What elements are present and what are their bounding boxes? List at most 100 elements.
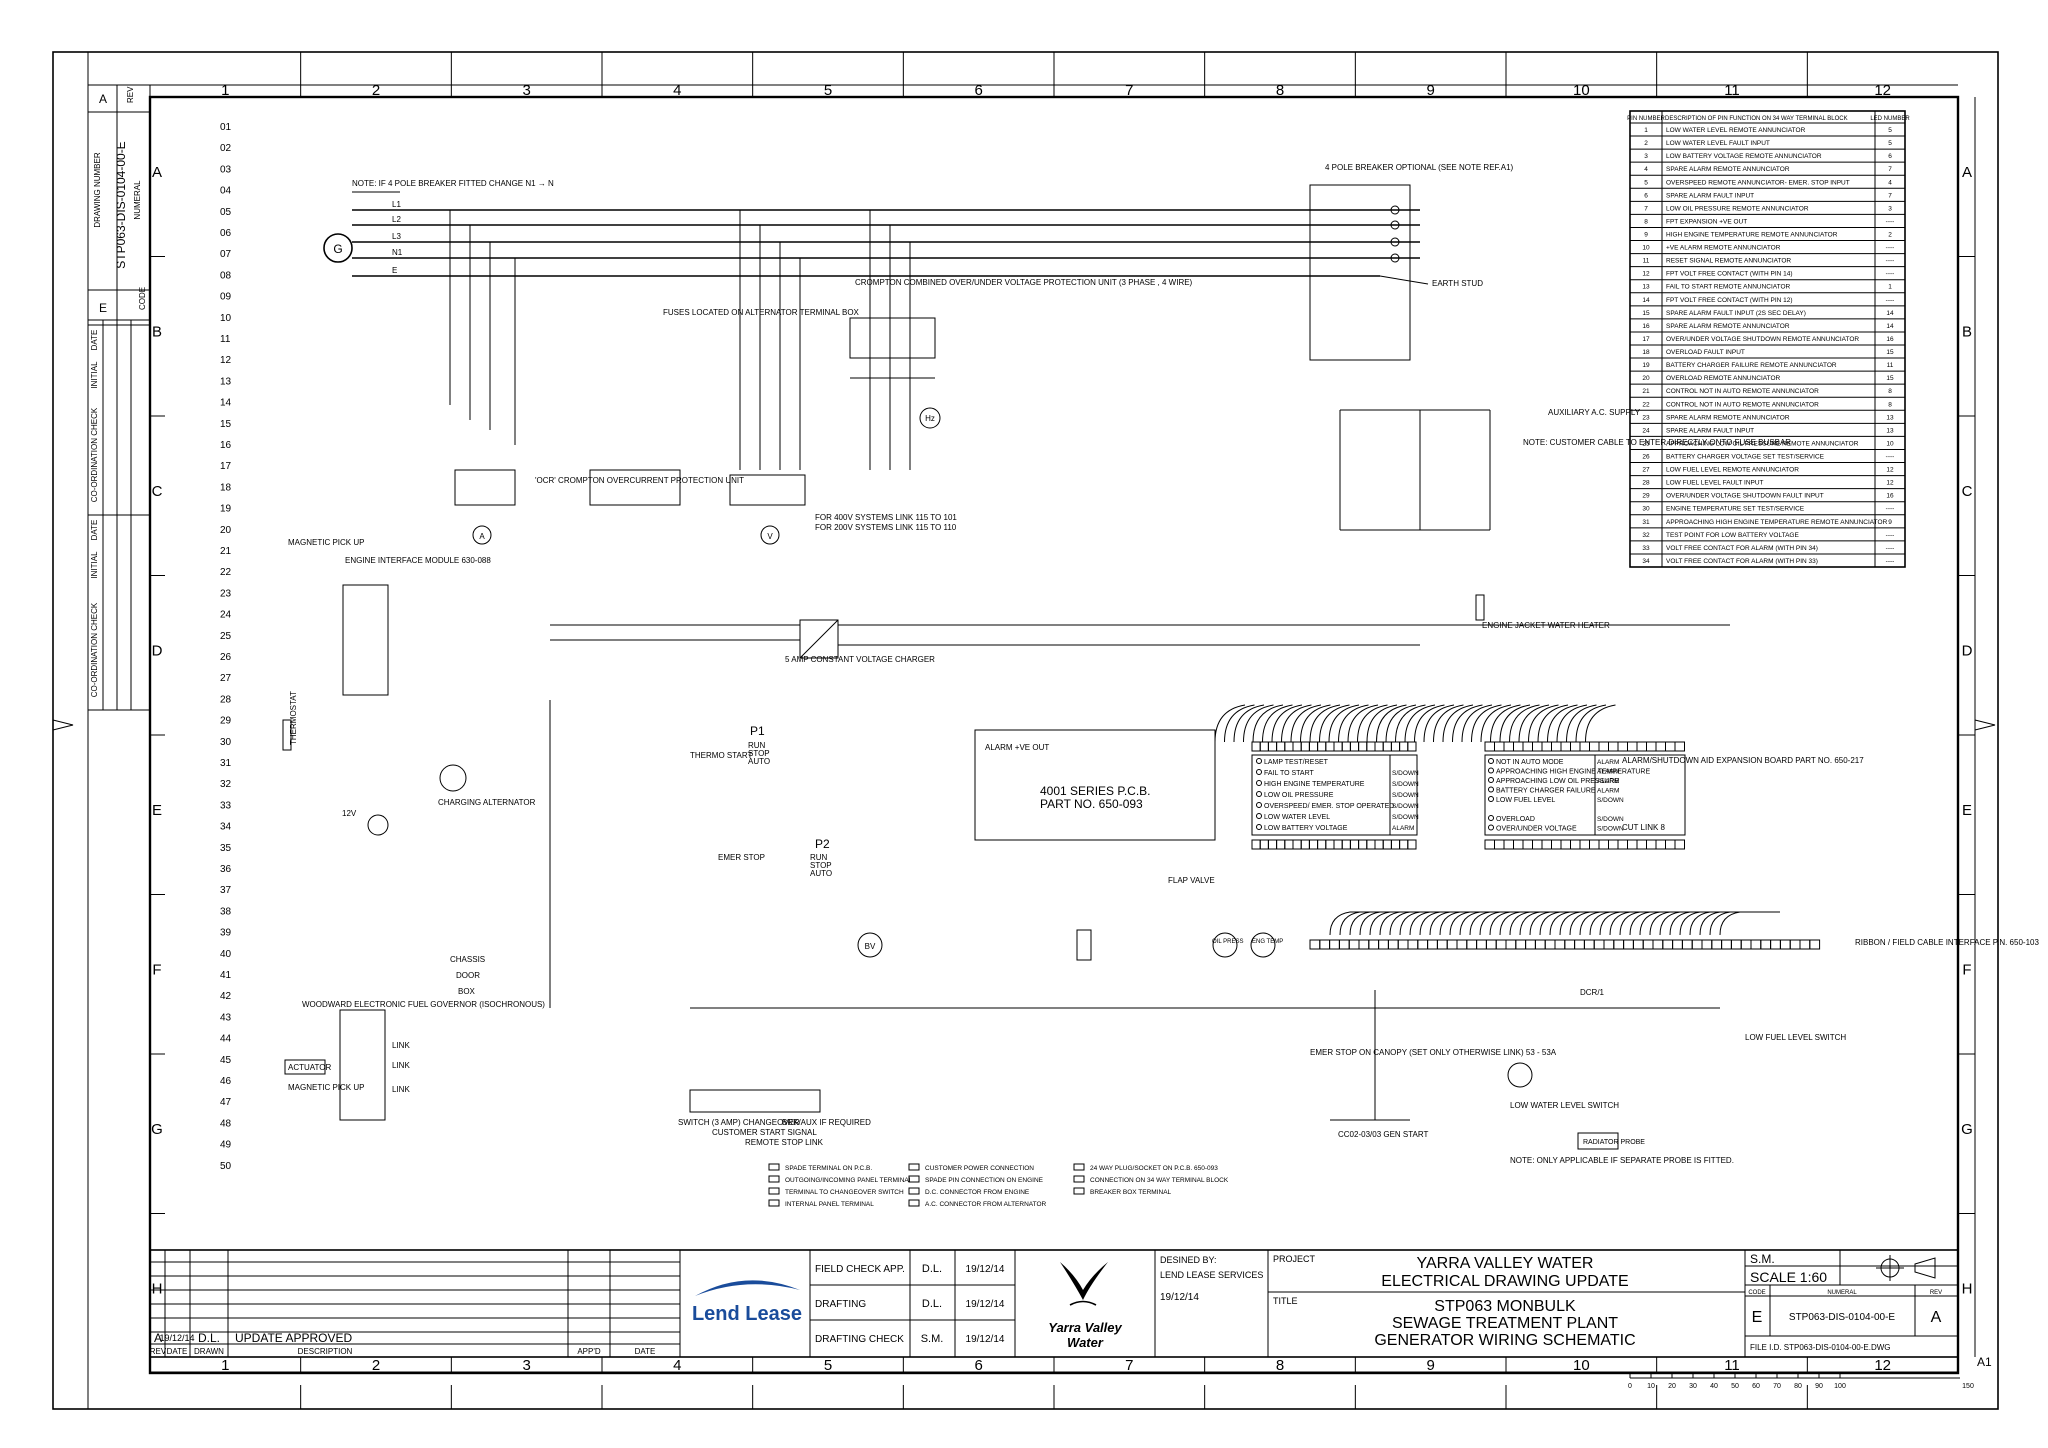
column-label-bottom: 8 [1276, 1357, 1284, 1374]
column-label-top: 9 [1426, 82, 1434, 99]
aux-supply: AUXILIARY A.C. SUPPLY [1548, 408, 1641, 417]
not-auto-status: ALARM [1597, 759, 1619, 766]
lamp-status: S/DOWN [1392, 792, 1419, 799]
not-auto-item: LOW FUEL LEVEL [1496, 797, 1555, 804]
yarra-valley-logo: Yarra Valley Water [1048, 1250, 1156, 1357]
pin-description: LOW FUEL LEVEL REMOTE ANNUNCIATOR [1666, 467, 1799, 474]
approval-label-2: DRAFTING CHECK [815, 1334, 904, 1345]
column-label-top: 7 [1125, 82, 1133, 99]
battery-charger-label: 5 AMP CONSTANT VOLTAGE CHARGER [785, 655, 935, 664]
lamp-status: S/DOWN [1392, 814, 1419, 821]
info-numeral: STP063-DIS-0104-00-E [1789, 1312, 1895, 1323]
pin-number: 11 [1643, 258, 1650, 265]
pin-function-table: PIN NUMBER DESCRIPTION OF PIN FUNCTION O… [1627, 110, 1910, 568]
eng-temp-label: ENG TEMP [1252, 939, 1283, 945]
legend-item: 24 WAY PLUG/SOCKET ON P.C.B. 650-093 [1090, 1165, 1218, 1172]
row-label-right: E [1962, 802, 1972, 819]
pin-number: 32 [1642, 532, 1650, 539]
pin-led: 9 [1888, 519, 1892, 526]
p2-run: RUN [810, 853, 828, 862]
pin-led: 8 [1888, 388, 1892, 395]
scale-tick: 70 [1773, 1383, 1781, 1390]
pin-description: +VE ALARM REMOTE ANNUNCIATOR [1666, 245, 1781, 252]
column-label-bottom: 1 [221, 1357, 229, 1374]
info-rev: A [1931, 1309, 1942, 1326]
gen-start: CC02-03/03 GEN START [1338, 1130, 1429, 1139]
scale-tick: 30 [1689, 1383, 1697, 1390]
pin-description: TEST POINT FOR LOW BATTERY VOLTAGE [1666, 532, 1799, 539]
pin-description: VOLT FREE CONTACT FOR ALARM (WITH PIN 33… [1666, 558, 1818, 565]
scale-tick: 40 [1710, 1383, 1718, 1390]
line-number: 35 [220, 843, 232, 854]
woodward-governor [339, 1009, 386, 1121]
sheet-size: A1 [1977, 1355, 1992, 1369]
row-label-right: D [1962, 642, 1973, 659]
row-label-left: D [152, 642, 163, 659]
line-number: 25 [220, 631, 232, 642]
p1-run: RUN [748, 741, 766, 750]
magnetic-pickup-2: MAGNETIC PICK UP [288, 1083, 364, 1092]
designed-label: DESINED BY: [1160, 1255, 1217, 1265]
approval-date-2: 19/12/14 [966, 1334, 1005, 1345]
legend-item: A.C. CONNECTOR FROM ALTERNATOR [925, 1201, 1047, 1208]
pin-number: 23 [1642, 414, 1650, 421]
pin-number: 4 [1644, 166, 1648, 173]
phase-e: E [392, 266, 397, 275]
rev-a-date: 19/12/14 [159, 1333, 194, 1343]
link-note-200: FOR 200V SYSTEMS LINK 115 TO 110 [815, 523, 957, 532]
engine-interface-module [342, 584, 389, 696]
line-number: 18 [220, 482, 232, 493]
column-label-top: 10 [1573, 82, 1590, 99]
pin-led: 15 [1886, 349, 1894, 356]
pin-led: 4 [1888, 179, 1892, 186]
pin-description: FPT VOLT FREE CONTACT (WITH PIN 12) [1666, 297, 1793, 304]
row-label-left: B [152, 323, 162, 340]
link-1: LINK [392, 1041, 410, 1050]
battery-charger [799, 619, 839, 659]
side-drawing-number: STP063-DIS-0104-00-E [114, 141, 128, 268]
rev-header-description: DESCRIPTION [298, 1347, 353, 1356]
radiator-note: NOTE: ONLY APPLICABLE IF SEPARATE PROBE … [1510, 1156, 1734, 1165]
line-number: 49 [220, 1140, 232, 1151]
row-label-left: F [152, 961, 161, 978]
row-label-left: A [152, 164, 162, 181]
row-label-right: G [1961, 1121, 1973, 1138]
crompton-protection-box [589, 469, 681, 506]
check-coord-1: CO-ORDINATION CHECK [90, 407, 99, 502]
dcr-label: DCR/1 [1580, 988, 1605, 997]
line-number: 01 [220, 122, 232, 133]
column-label-bottom: 10 [1573, 1357, 1590, 1374]
side-numeral-label: NUMERAL [133, 180, 142, 220]
breaker-optional: 4 POLE BREAKER OPTIONAL (SEE NOTE REF.A1… [1325, 163, 1514, 172]
pin-number: 8 [1644, 218, 1648, 225]
pin-number: 7 [1644, 205, 1648, 212]
info-initials: S.M. [1750, 1252, 1775, 1266]
thermostat [282, 719, 292, 751]
chassis-label: CHASSIS [450, 955, 485, 964]
pin-led: ---- [1886, 545, 1895, 552]
pin-number: 18 [1642, 349, 1650, 356]
frequency-meter-label: Hz [925, 414, 935, 423]
line-number: 13 [220, 376, 232, 387]
link-2: LINK [392, 1061, 410, 1070]
pin-number: 15 [1642, 310, 1650, 317]
scale-tick: 10 [1647, 1383, 1655, 1390]
title-line1: STP063 MONBULK [1434, 1298, 1576, 1315]
pin-number: 9 [1644, 232, 1648, 239]
info-scale: SCALE 1:60 [1750, 1269, 1827, 1285]
pin-led: 5 [1888, 127, 1892, 134]
column-label-bottom: 2 [372, 1357, 380, 1374]
line-number: 05 [220, 207, 232, 218]
pin-table-header-pin: PIN NUMBER [1627, 116, 1665, 122]
side-code-value: E [99, 301, 107, 315]
row-label-left: G [151, 1121, 163, 1138]
line-number: 14 [220, 398, 232, 409]
pin-description: OVERLOAD REMOTE ANNUNCIATOR [1666, 375, 1781, 382]
not-in-auto-panel [1484, 754, 1686, 836]
pin-description: OVER/UNDER VOLTAGE SHUTDOWN FAULT INPUT [1666, 493, 1824, 500]
pin-led: 14 [1886, 323, 1894, 330]
pin-led: ---- [1886, 297, 1895, 304]
jacket-heater [1475, 594, 1485, 621]
pin-number: 3 [1644, 153, 1648, 160]
legend-item: OUTGOING/INCOMING PANEL TERMINAL [785, 1177, 913, 1184]
